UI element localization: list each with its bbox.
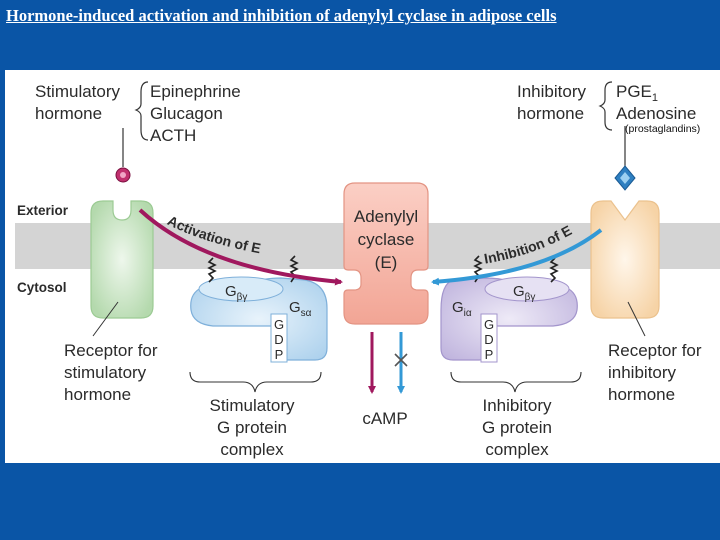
inhib-g-beta-gamma [484, 276, 570, 302]
svg-text:Giα: Giα [452, 299, 472, 319]
stim-receptor-label-1: Receptor for [64, 341, 158, 360]
stim-gdp-d: D [274, 332, 283, 347]
inhib-hormone-label-1: Inhibitory [517, 82, 586, 101]
stim-complex-label-1: Stimulatory [209, 396, 295, 415]
activation-arrow [138, 208, 343, 286]
stim-hormone-3: ACTH [150, 126, 196, 145]
inhib-gdp-d: D [484, 332, 493, 347]
inhibition-arrow [431, 228, 603, 286]
inhib-gdp-box [480, 313, 498, 363]
stim-receptor-leader [92, 301, 119, 337]
inhib-complex-label-1: Inhibitory [483, 396, 552, 415]
g-i-label: G [452, 299, 464, 316]
inhib-hormone-label-2: hormone [517, 104, 584, 123]
stim-hormone-label-1: Stimulatory [35, 82, 121, 101]
stim-receptor [90, 200, 154, 319]
inhib-receptor-leader [627, 301, 646, 337]
inhib-gdp-p: P [485, 347, 494, 362]
slide-title: Hormone-induced activation and inhibitio… [6, 6, 557, 25]
inhib-hormone-pge-sub: 1 [652, 92, 658, 104]
inhib-gbg-sub: βγ [525, 292, 536, 303]
svg-text:PGE1: PGE1 [616, 82, 658, 104]
stim-receptor-label-3: hormone [64, 385, 131, 404]
stim-hormone-label-2: hormone [35, 104, 102, 123]
stim-hormone-2: Glucagon [150, 104, 223, 123]
adenylyl-cyclase [343, 182, 429, 325]
cyclase-label-2: cyclase [358, 230, 415, 249]
inhib-brace [598, 81, 613, 131]
stim-complex-label-3: complex [220, 440, 284, 459]
stim-g-beta-gamma [198, 276, 284, 302]
inhib-lipid-anchor-2 [549, 257, 559, 283]
stim-gdp-box [270, 313, 288, 363]
inhib-complex-bracket [450, 371, 582, 393]
cyclase-label-1: Adenylyl [354, 207, 418, 226]
inhib-gbg-label: G [513, 283, 525, 300]
stim-gdp-g: G [274, 317, 284, 332]
inhib-hormone-adenosine: Adenosine [616, 104, 696, 123]
stim-gbg-sub: βγ [237, 292, 248, 303]
stim-receptor-label-2: stimulatory [64, 363, 147, 382]
camp-label: cAMP [362, 409, 407, 428]
stim-brace [134, 81, 149, 141]
svg-text:Gβγ: Gβγ [513, 283, 535, 303]
inhib-receptor [590, 200, 660, 319]
svg-text:Gsα: Gsα [289, 299, 312, 319]
inhib-receptor-label-2: inhibitory [608, 363, 677, 382]
stim-complex-label-2: G protein [217, 418, 287, 437]
stim-gdp-p: P [275, 347, 284, 362]
prostaglandins-note: (prostaglandins) [625, 123, 701, 135]
block-x-icon [394, 353, 408, 367]
stim-lipid-anchor-1 [207, 257, 217, 283]
stim-gbg-label: G [225, 283, 237, 300]
inhib-complex-label-3: complex [485, 440, 549, 459]
inhib-complex-label-2: G protein [482, 418, 552, 437]
inhib-gdp-g: G [484, 317, 494, 332]
inhib-receptor-label-3: hormone [608, 385, 675, 404]
g-i-sub: iα [464, 308, 472, 319]
g-s-sub: sα [301, 308, 312, 319]
exterior-label: Exterior [17, 203, 69, 218]
inhib-receptor-label-1: Receptor for [608, 341, 702, 360]
stim-hormone-1: Epinephrine [150, 82, 241, 101]
cytosol-label: Cytosol [17, 280, 67, 295]
g-s-label: G [289, 299, 301, 316]
stim-complex-bracket [189, 371, 322, 393]
diagram-svg: Exterior Cytosol Stimulatory hormone Epi… [15, 81, 720, 459]
svg-text:Gβγ: Gβγ [225, 283, 247, 303]
inhib-hormone-pge: PGE [616, 82, 652, 101]
diagram-panel: Exterior Cytosol Stimulatory hormone Epi… [5, 70, 720, 463]
cyclase-label-3: (E) [375, 253, 398, 272]
